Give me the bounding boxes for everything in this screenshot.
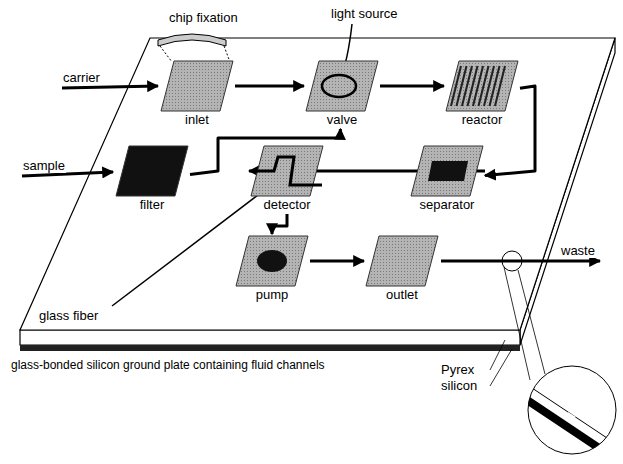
chip-outline <box>235 235 309 287</box>
chip-label: separator <box>410 197 484 213</box>
fluid-channel <box>310 260 364 263</box>
silicon-layer <box>20 345 520 351</box>
chip-outline <box>115 145 189 197</box>
annotation-label: glass fiber <box>38 308 99 323</box>
plate-front <box>20 330 520 345</box>
dash-line <box>224 46 230 62</box>
glass-fiber-line <box>112 192 262 306</box>
chip-module: outlet <box>365 235 439 303</box>
leader-line <box>490 340 505 370</box>
chip-label: outlet <box>365 287 439 303</box>
annotation-label: carrier <box>62 70 101 85</box>
detail-line <box>518 270 545 374</box>
chip-outline <box>445 60 519 112</box>
annotation-label: waste <box>560 243 596 258</box>
chip-label: valve <box>305 112 379 128</box>
fluid-channel <box>380 85 444 88</box>
plate-top <box>20 38 615 330</box>
detail-marker <box>502 251 522 271</box>
annotation-label: sample <box>22 158 66 173</box>
chip-outline <box>305 60 379 112</box>
chip-label: reactor <box>445 112 519 128</box>
fixation-clip <box>158 34 226 46</box>
caption-text: glass-bonded silicon ground plate contai… <box>10 358 326 373</box>
annotation-label: chip fixation <box>168 10 239 25</box>
chip-module: separator <box>410 145 484 213</box>
chip-module: pump <box>235 235 309 303</box>
chip-module: reactor <box>445 60 519 128</box>
chip-module: valve <box>305 60 379 128</box>
inflow-arrow <box>62 86 158 88</box>
chip-module: filter <box>115 145 189 213</box>
fluid-channel <box>272 214 287 234</box>
chip-outline <box>410 145 484 197</box>
annotation-label: silicon <box>440 378 478 393</box>
detail-line <box>504 267 530 380</box>
outflow-arrow <box>441 260 600 263</box>
chip-label: filter <box>115 197 189 213</box>
chip-outline <box>365 235 439 287</box>
fluid-channel <box>235 85 304 88</box>
annotation-label: Pyrex <box>440 362 475 377</box>
chip-label: pump <box>235 287 309 303</box>
chip-module: detector <box>250 145 324 213</box>
chip-module: inlet <box>160 60 234 128</box>
dash-line <box>160 46 172 62</box>
annotation-label: light source <box>330 6 398 21</box>
light-ring <box>322 75 356 97</box>
leader-line <box>490 349 512 386</box>
chip-outline <box>160 60 234 112</box>
chip-outline <box>250 145 324 197</box>
chip-label: inlet <box>160 112 234 128</box>
chip-label: detector <box>250 197 324 213</box>
